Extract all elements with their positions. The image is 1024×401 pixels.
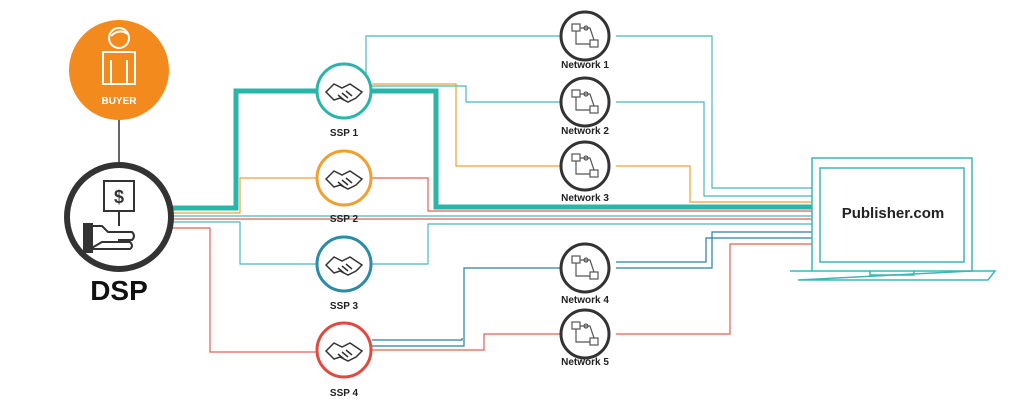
svg-text:$: $ [114,187,124,207]
network-1-label: Network 1 [561,60,609,71]
person-icon [102,27,136,85]
ssp-4: SSP 4 [315,321,373,399]
ssp4-net5-link [372,243,812,351]
ssp3-publisher-link [372,223,812,265]
handshake-icon [324,170,364,190]
network-4-label: Network 4 [561,295,609,306]
ssp-3-label: SSP 3 [330,301,359,312]
network-nodes-icon [571,255,599,280]
ssp4-publisher-link [372,237,812,341]
network-3: Network 3 [559,140,611,204]
network-nodes-icon [571,89,599,114]
network-2: Network 2 [559,76,611,137]
laptop-icon [790,157,997,281]
network-1: Network 1 [559,10,611,71]
dsp-label: DSP [90,275,148,306]
ssp-1-label: SSP 1 [330,128,359,139]
handshake-icon [324,342,364,362]
network-3-label: Network 3 [561,193,609,204]
ssp1-net3-link [372,83,812,203]
hand-holding-dollar-sign-icon: $ [83,180,135,253]
ssp-2-label: SSP 2 [330,214,359,225]
buyer-node: BUYER [69,20,169,120]
handshake-icon [324,83,364,103]
network-5: Network 5 [559,308,611,368]
publisher-label: Publisher.com [842,205,945,222]
ssp1-net1-link [365,35,812,189]
ssp4-net4-link [372,231,812,347]
dsp-ssp2-link [172,177,316,214]
ssp1-net2-link [372,85,812,197]
buyer-label: BUYER [101,96,137,107]
ssp2-publisher-link [372,177,812,212]
ssp-4-label: SSP 4 [330,388,359,399]
network-nodes-icon [571,321,599,346]
network-nodes-icon [571,153,599,178]
highlight-path [172,88,812,211]
ssp-3: SSP 3 [315,235,373,312]
dsp-node: $ DSP [64,162,174,306]
connections [118,35,812,353]
network-5-label: Network 5 [561,357,609,368]
network-nodes-icon [571,23,599,48]
ssp-2: SSP 2 [315,149,373,225]
publisher-node: Publisher.com [790,157,997,281]
handshake-icon [324,256,364,276]
dsp-ssp4-link [172,227,316,353]
ssp-1: SSP 1 [315,62,373,139]
dsp-ssp3-link [172,221,316,265]
network-4: Network 4 [559,242,611,306]
network-2-label: Network 2 [561,126,609,137]
